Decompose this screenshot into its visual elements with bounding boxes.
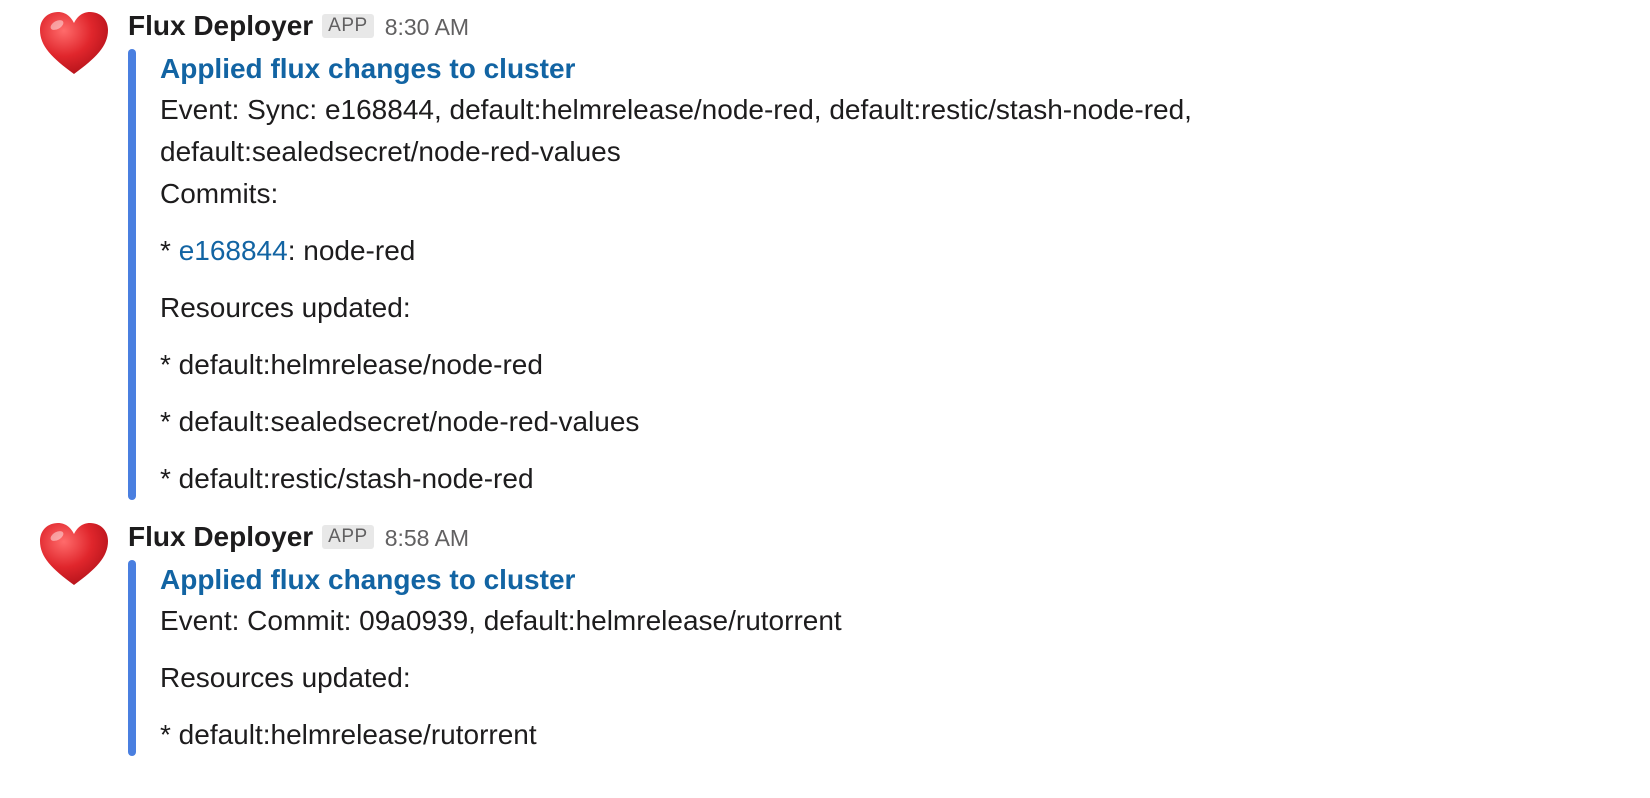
sender-name[interactable]: Flux Deployer: [128, 521, 314, 552]
resource-item: * default:helmrelease/rutorrent: [160, 719, 537, 750]
red-heart-icon[interactable]: [38, 521, 110, 589]
commits-label: Commits:: [160, 178, 279, 209]
event-line-continued: default:sealedsecret/node-red-values: [160, 136, 621, 167]
red-heart-icon-graphic: [40, 12, 108, 74]
red-heart-icon-graphic: [40, 523, 108, 585]
message-attachment: Applied flux changes to cluster Event: C…: [128, 560, 1650, 756]
event-line: Event: Commit: 09a0939, default:helmrele…: [160, 605, 842, 636]
commit-hash-link[interactable]: e168844: [178, 235, 288, 266]
commit-bullet: *: [160, 235, 179, 266]
resource-item: * default:sealedsecret/node-red-values: [160, 406, 640, 437]
attachment-title-link[interactable]: Applied flux changes to cluster: [160, 53, 576, 84]
message-header: Flux Deployer APP 8:58 AM: [128, 518, 1650, 556]
message-timestamp[interactable]: 8:30 AM: [384, 14, 470, 40]
resources-label: Resources updated:: [160, 292, 411, 323]
app-badge: APP: [322, 14, 374, 38]
resources-label: Resources updated:: [160, 662, 411, 693]
message-attachment: Applied flux changes to cluster Event: S…: [128, 49, 1650, 500]
app-badge: APP: [322, 525, 374, 549]
message-header: Flux Deployer APP 8:30 AM: [128, 7, 1650, 45]
attachment-title-link[interactable]: Applied flux changes to cluster: [160, 564, 576, 595]
resource-item: * default:helmrelease/node-red: [160, 349, 543, 380]
message: Flux Deployer APP 8:30 AM Applied flux c…: [38, 7, 1650, 500]
event-line: Event: Sync: e168844, default:helmreleas…: [160, 94, 1192, 125]
sender-name[interactable]: Flux Deployer: [128, 10, 314, 41]
commit-item: * e168844: node-red: [160, 230, 1650, 272]
message-timestamp[interactable]: 8:58 AM: [384, 525, 470, 551]
message: Flux Deployer APP 8:58 AM Applied flux c…: [0, 500, 1650, 756]
commit-message: : node-red: [287, 235, 416, 266]
resource-item: * default:restic/stash-node-red: [160, 463, 534, 494]
red-heart-icon[interactable]: [38, 10, 110, 78]
